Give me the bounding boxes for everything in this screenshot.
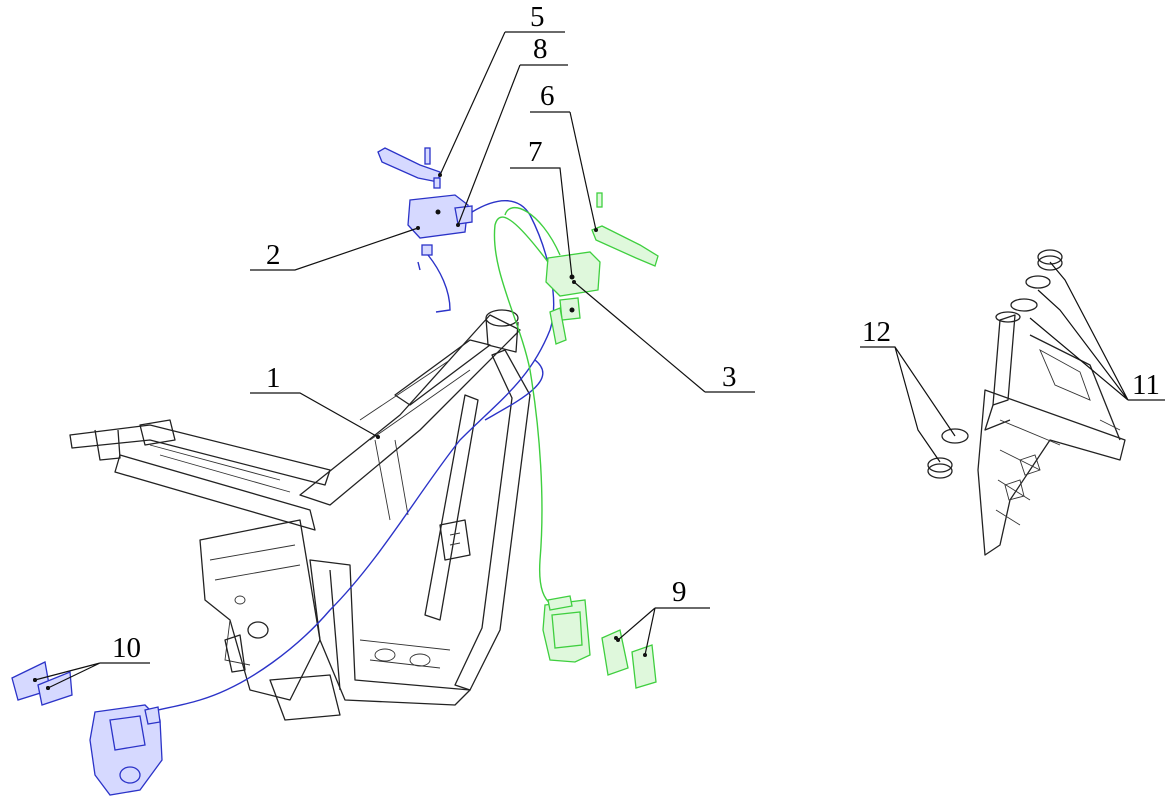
left-brake-lever <box>377 147 441 189</box>
callout-11: 11 <box>1132 369 1160 401</box>
callout-2: 2 <box>266 239 281 271</box>
callout-1: 1 <box>266 362 281 394</box>
front-brake-caliper <box>542 595 591 663</box>
right-master-cylinder <box>545 251 601 345</box>
right-brake-lever <box>591 192 659 267</box>
callout-7: 7 <box>528 136 543 168</box>
callout-12: 12 <box>862 316 891 348</box>
front-brake-pads <box>601 629 657 689</box>
callout-labels: 5 8 6 7 2 3 1 9 10 11 12 <box>112 1 1160 664</box>
rear-brake-pads <box>11 661 73 706</box>
callout-8: 8 <box>533 33 548 65</box>
callout-5: 5 <box>530 1 545 33</box>
leader-lines <box>33 31 1165 690</box>
callout-9: 9 <box>672 576 687 608</box>
motorcycle-frame <box>69 309 531 721</box>
left-master-cylinder <box>407 194 473 271</box>
right-brake-line <box>493 206 561 606</box>
callout-3: 3 <box>722 361 737 393</box>
callout-6: 6 <box>540 80 555 112</box>
steering-stem-inset <box>927 249 1126 556</box>
callout-10: 10 <box>112 632 141 664</box>
left-brake-line <box>149 199 555 713</box>
rear-brake-caliper <box>89 704 163 796</box>
